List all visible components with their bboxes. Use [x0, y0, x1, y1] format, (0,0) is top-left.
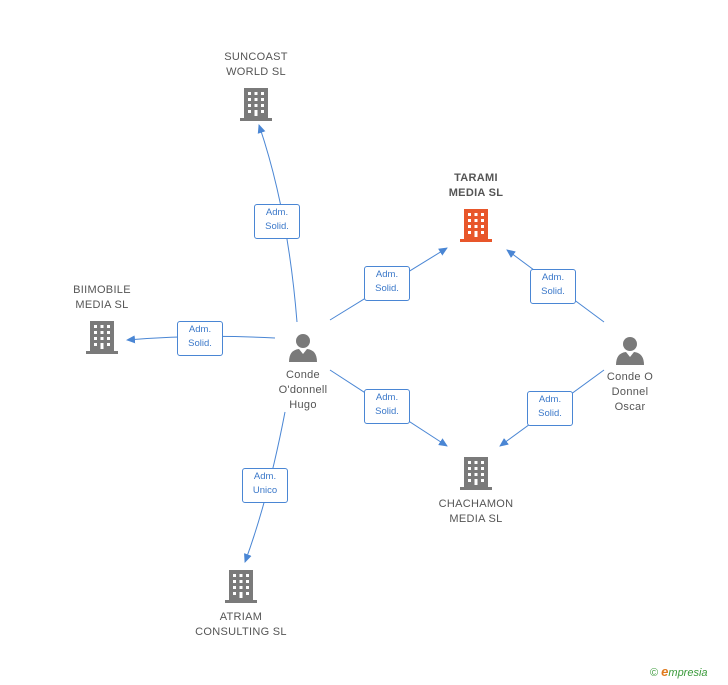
edge-label-hugo-atriam[interactable]: Adm. Unico — [242, 468, 288, 503]
edge-label-hugo-suncoast[interactable]: Adm. Solid. — [254, 204, 300, 239]
company-biimobile-media[interactable]: BIIMOBILE MEDIA SL — [62, 283, 142, 355]
edge-label-hugo-biimobile[interactable]: Adm. Solid. — [177, 321, 223, 356]
company-suncoast-world[interactable]: SUNCOAST WORLD SL — [216, 50, 296, 122]
company-label: ATRIAM CONSULTING SL — [195, 611, 287, 638]
company-label: CHACHAMON MEDIA SL — [438, 498, 514, 525]
empresia-brand: © empresia — [650, 664, 708, 679]
building-icon — [240, 88, 272, 121]
brand-logo-text: mpresia — [668, 667, 708, 679]
copyright-symbol: © — [650, 667, 659, 679]
person-icon — [616, 337, 644, 365]
company-label: SUNCOAST WORLD SL — [224, 51, 288, 78]
person-icon — [289, 334, 317, 362]
company-atriam-consulting[interactable]: ATRIAM CONSULTING SL — [186, 568, 296, 640]
person-conde-o-donnel-oscar[interactable]: Conde O Donnel Oscar — [590, 336, 670, 415]
building-icon — [460, 457, 492, 490]
person-label: Conde O Donnel Oscar — [606, 371, 654, 413]
building-icon — [225, 570, 257, 603]
brand-logo-initial: e — [661, 664, 669, 679]
company-label: BIIMOBILE MEDIA SL — [73, 284, 131, 311]
edge-label-oscar-chachamon[interactable]: Adm. Solid. — [527, 391, 573, 426]
person-conde-odonnell-hugo[interactable]: Conde O'donnell Hugo — [263, 333, 343, 413]
company-chachamon-media[interactable]: CHACHAMON MEDIA SL — [428, 455, 524, 527]
building-icon — [460, 209, 492, 242]
company-label: TARAMI MEDIA SL — [448, 172, 504, 199]
edge-label-hugo-chachamon[interactable]: Adm. Solid. — [364, 389, 410, 424]
company-tarami-media[interactable]: TARAMI MEDIA SL — [436, 171, 516, 243]
edge-label-oscar-tarami[interactable]: Adm. Solid. — [530, 269, 576, 304]
person-label: Conde O'donnell Hugo — [278, 369, 328, 411]
building-icon — [86, 321, 118, 354]
edge-label-hugo-tarami[interactable]: Adm. Solid. — [364, 266, 410, 301]
